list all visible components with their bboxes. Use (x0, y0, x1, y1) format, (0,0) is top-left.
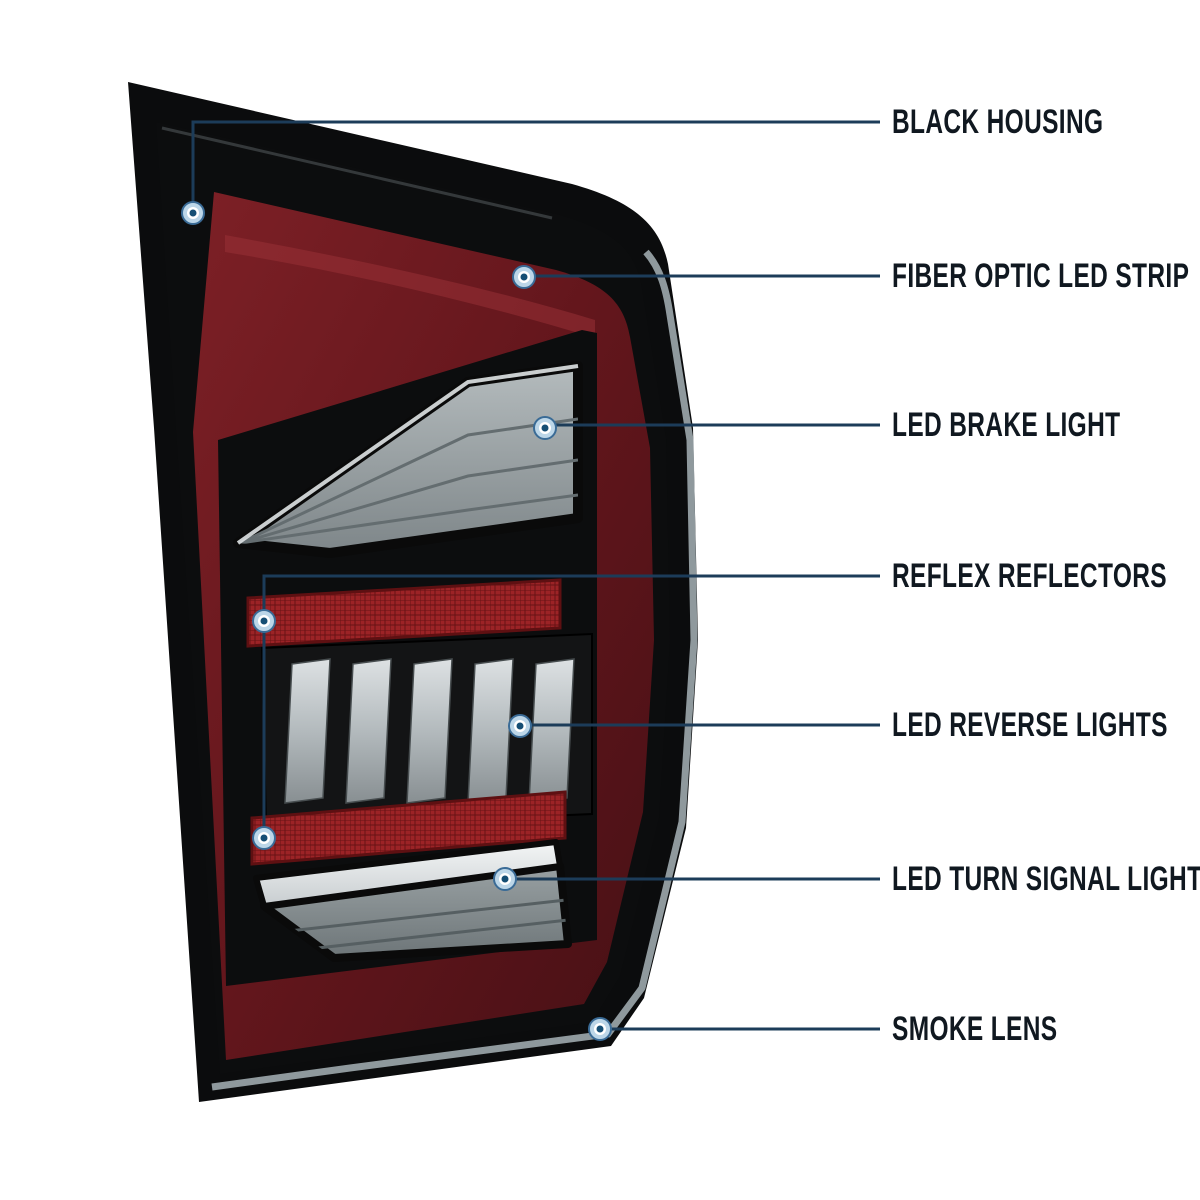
marker-led-reverse-lights (508, 714, 532, 738)
turn-signal-led-bar (253, 839, 563, 909)
smoke-lens-edge (211, 249, 698, 1091)
callout-label-led-turn-signal-light: LED TURN SIGNAL LIGHT (892, 860, 1200, 898)
turn-signal-segments (279, 898, 568, 952)
callout-lines (191, 120, 880, 1031)
callout-label-black-housing: BLACK HOUSING (892, 103, 1104, 141)
marker-reflex-reflector-top (252, 609, 276, 633)
red-lens-highlight (225, 235, 595, 338)
marker-reflex-reflector-bottom (252, 826, 276, 850)
reflex-reflector-top (246, 578, 562, 648)
marker-led-turn-signal-light (493, 867, 517, 891)
marker-led-brake-light (533, 416, 557, 440)
callout-label-led-reverse-lights: LED REVERSE LIGHTS (892, 706, 1168, 744)
callout-markers (181, 201, 612, 1041)
callout-line-reflex-reflectors (262, 574, 880, 838)
marker-smoke-lens (588, 1017, 612, 1041)
reflex-reflector-bottom (250, 790, 567, 866)
marker-fiber-optic-led-strip (512, 265, 536, 289)
callout-label-smoke-lens: SMOKE LENS (892, 1010, 1058, 1048)
reverse-light-slats (284, 658, 575, 804)
marker-black-housing (181, 201, 205, 225)
callout-line-black-housing (191, 120, 880, 213)
callout-label-reflex-reflectors: REFLEX REFLECTORS (892, 557, 1167, 595)
callout-label-led-brake-light: LED BRAKE LIGHT (892, 406, 1121, 444)
housing-top-bevel (161, 126, 553, 220)
callout-label-fiber-optic-led-strip: FIBER OPTIC LED STRIP (892, 257, 1190, 295)
brake-light-top-highlight (236, 364, 579, 545)
